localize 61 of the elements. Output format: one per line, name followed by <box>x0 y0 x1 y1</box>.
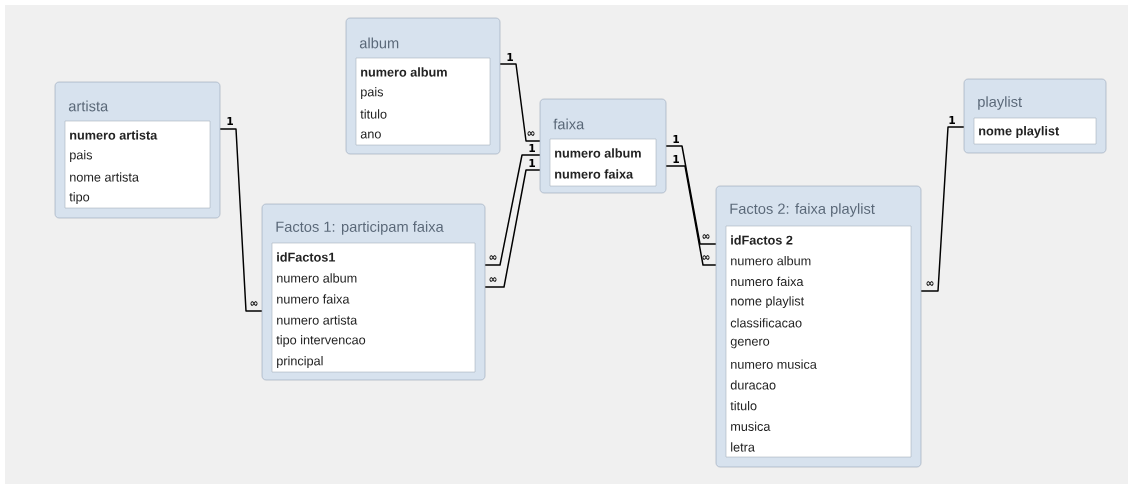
relationship-line <box>665 145 717 245</box>
cardinality-label: 1 <box>949 116 955 124</box>
cardinality-label: 1 <box>507 53 513 61</box>
table-box <box>54 81 221 219</box>
field-name: numero album <box>277 273 357 283</box>
cardinality-label: 1 <box>227 117 233 125</box>
table-title: artista <box>68 100 109 112</box>
field-name: titulo <box>730 400 757 411</box>
relationship-line <box>920 126 965 292</box>
field-name: titulo <box>360 109 387 119</box>
table-title: Factos 2: faixa playlist <box>730 203 875 217</box>
field-name: nome playlist <box>731 296 805 308</box>
cardinality-label: 1 <box>529 159 535 167</box>
field-name: classificacao <box>730 318 802 328</box>
table-title: playlist <box>978 96 1022 110</box>
field-name: numero faixa <box>731 276 804 287</box>
table-box <box>261 203 486 381</box>
relationship-line <box>219 128 263 312</box>
relationship-line <box>665 165 717 266</box>
relationship-line <box>484 169 541 288</box>
cardinality-label: ∞ <box>250 301 258 306</box>
relationship-line <box>499 63 541 142</box>
table-title: faixa <box>553 118 585 130</box>
field-name: numero faixa <box>277 294 350 304</box>
field-name: ano <box>360 131 381 139</box>
cardinality-label: 1 <box>673 135 679 143</box>
relationship-line <box>484 154 541 266</box>
cardinality-label: ∞ <box>489 255 497 260</box>
table-box <box>963 78 1107 154</box>
field-name: duracao <box>730 380 776 390</box>
field-name: tipo <box>69 192 90 204</box>
field-name: numero musica <box>731 359 817 369</box>
cardinality-label: 1 <box>673 155 679 163</box>
table-box <box>539 98 667 194</box>
field-name: genero <box>730 338 770 349</box>
table-box <box>715 185 922 468</box>
field-name: numero artista <box>277 315 358 325</box>
field-name: tipo intervencao <box>276 335 366 347</box>
field-name: pais <box>70 150 93 162</box>
cardinality-label: ∞ <box>702 255 710 260</box>
field-name: numero album <box>555 148 641 158</box>
table-box <box>345 17 501 155</box>
table-title: album <box>359 37 399 49</box>
cardinality-label: ∞ <box>527 131 535 136</box>
cardinality-label: 1 <box>529 144 535 152</box>
cardinality-label: ∞ <box>489 277 497 282</box>
cardinality-label: ∞ <box>926 281 934 286</box>
field-name: idFactos 2 <box>731 235 793 245</box>
field-name: nome artista <box>70 172 139 182</box>
field-name: principal <box>277 356 323 368</box>
field-name: numero album <box>731 256 811 266</box>
cardinality-label: ∞ <box>702 234 710 239</box>
field-name: numero faixa <box>555 169 634 179</box>
field-name: numero album <box>361 67 447 77</box>
field-name: letra <box>731 442 755 452</box>
field-name: musica <box>731 421 771 431</box>
field-name: idFactos1 <box>277 252 336 262</box>
table-title: Factos 1: participam faixa <box>276 221 444 235</box>
field-name: pais <box>361 87 384 99</box>
field-name: numero artista <box>70 130 158 140</box>
field-name: nome playlist <box>979 126 1060 138</box>
